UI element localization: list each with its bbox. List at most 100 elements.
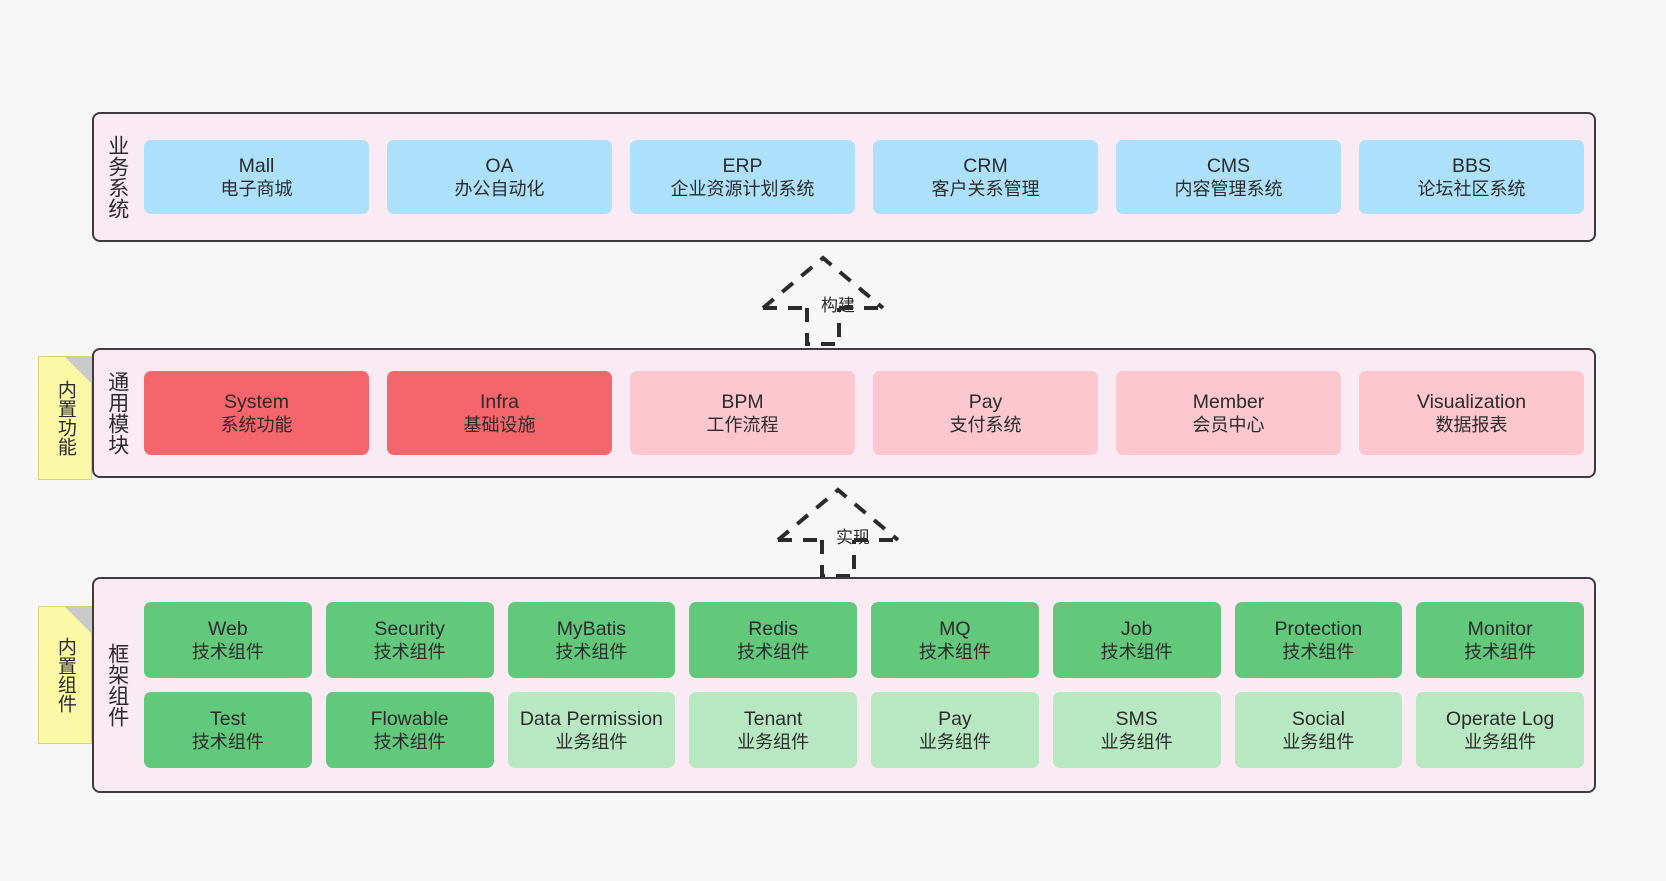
card-title: Job (1120, 617, 1153, 640)
card-title: OA (485, 154, 514, 177)
card-subtitle: 办公自动化 (454, 178, 545, 199)
card-subtitle: 技术组件 (1464, 641, 1537, 662)
card-monitor[interactable]: Monitor 技术组件 (1416, 602, 1584, 678)
card-social[interactable]: Social 业务组件 (1234, 692, 1403, 768)
card-protection[interactable]: Protection 技术组件 (1234, 602, 1403, 678)
connector-build-label: 构建 (821, 296, 855, 315)
card-subtitle: 技术组件 (373, 641, 446, 662)
card-infra[interactable]: Infra 基础设施 (387, 371, 612, 455)
note-builtin-components: 内置组件 (38, 606, 92, 744)
card-visualization[interactable]: Visualization 数据报表 (1359, 371, 1584, 455)
common-card-row: System 系统功能 Infra 基础设施 BPM 工作流程 Pay 支付系统… (144, 371, 1584, 455)
card-title: Test (209, 707, 246, 730)
card-title: Pay (968, 390, 1003, 413)
card-bbs[interactable]: BBS 论坛社区系统 (1359, 140, 1584, 214)
card-title: Tenant (743, 707, 803, 730)
card-subtitle: 业务组件 (555, 731, 628, 752)
card-subtitle: 业务组件 (1464, 731, 1537, 752)
card-subtitle: 电子商城 (220, 178, 293, 199)
note-fold-corner-icon (65, 357, 91, 383)
card-subtitle: 业务组件 (1100, 731, 1173, 752)
card-title: MyBatis (556, 617, 627, 640)
card-pay[interactable]: Pay 支付系统 (873, 371, 1098, 455)
connector-build: 构建 (735, 246, 935, 356)
card-subtitle: 技术组件 (918, 641, 991, 662)
connector-implement: 实现 (750, 478, 950, 588)
card-cms[interactable]: CMS 内容管理系统 (1116, 140, 1341, 214)
layer-title-business: 业务系统 (105, 135, 129, 219)
framework-business-row: Test 技术组件 Flowable 技术组件 Data Permission … (144, 692, 1584, 768)
note-label: 内置功能 (54, 380, 76, 456)
card-tenant[interactable]: Tenant 业务组件 (689, 692, 857, 768)
card-title: Security (374, 617, 445, 640)
card-subtitle: 技术组件 (1282, 641, 1355, 662)
layer-business-systems: 业务系统 Mall 电子商城 OA 办公自动化 ERP 企业资源计划系统 CRM… (92, 112, 1596, 242)
card-system[interactable]: System 系统功能 (144, 371, 369, 455)
card-pay-component[interactable]: Pay 业务组件 (871, 692, 1039, 768)
card-title: BBS (1451, 154, 1492, 177)
layer-body-business: Mall 电子商城 OA 办公自动化 ERP 企业资源计划系统 CRM 客户关系… (140, 114, 1594, 240)
card-subtitle: 客户关系管理 (931, 178, 1040, 199)
note-fold-corner-icon (65, 607, 91, 633)
card-redis[interactable]: Redis 技术组件 (689, 602, 857, 678)
framework-tech-row: Web 技术组件 Security 技术组件 MyBatis 技术组件 Redi… (144, 602, 1584, 678)
connector-implement-label: 实现 (836, 528, 870, 547)
card-subtitle: 业务组件 (1282, 731, 1355, 752)
card-test[interactable]: Test 技术组件 (144, 692, 312, 768)
card-title: Infra (479, 390, 520, 413)
card-title: BPM (721, 390, 764, 413)
card-title: Monitor (1467, 617, 1533, 640)
card-subtitle: 业务组件 (737, 731, 810, 752)
card-job[interactable]: Job 技术组件 (1052, 602, 1221, 678)
card-subtitle: 数据报表 (1435, 414, 1508, 435)
card-title: Data Permission (519, 707, 663, 730)
card-title: Flowable (370, 707, 449, 730)
card-security[interactable]: Security 技术组件 (325, 602, 494, 678)
card-subtitle: 内容管理系统 (1174, 178, 1283, 199)
layer-framework-components: 框架组件 Web 技术组件 Security 技术组件 MyBatis 技术组件… (92, 577, 1596, 793)
card-crm[interactable]: CRM 客户关系管理 (873, 140, 1098, 214)
card-bpm[interactable]: BPM 工作流程 (630, 371, 855, 455)
card-operate-log[interactable]: Operate Log 业务组件 (1416, 692, 1584, 768)
card-title: Redis (748, 617, 799, 640)
card-subtitle: 技术组件 (191, 731, 264, 752)
card-title: Member (1192, 390, 1265, 413)
card-subtitle: 企业资源计划系统 (670, 178, 815, 199)
card-subtitle: 支付系统 (949, 414, 1022, 435)
card-title: CMS (1206, 154, 1251, 177)
card-subtitle: 技术组件 (191, 641, 264, 662)
card-oa[interactable]: OA 办公自动化 (387, 140, 612, 214)
card-title: Web (208, 617, 248, 640)
card-subtitle: 技术组件 (737, 641, 810, 662)
card-title: System (223, 390, 289, 413)
card-subtitle: 技术组件 (1100, 641, 1173, 662)
card-mall[interactable]: Mall 电子商城 (144, 140, 369, 214)
card-web[interactable]: Web 技术组件 (144, 602, 312, 678)
layer-title-framework: 框架组件 (105, 643, 129, 727)
card-subtitle: 论坛社区系统 (1417, 178, 1526, 199)
card-title: Operate Log (1445, 707, 1555, 730)
card-subtitle: 基础设施 (463, 414, 536, 435)
card-subtitle: 系统功能 (220, 414, 293, 435)
card-subtitle: 业务组件 (918, 731, 991, 752)
dashed-hollow-arrow-up-icon (776, 487, 900, 578)
card-erp[interactable]: ERP 企业资源计划系统 (630, 140, 855, 214)
card-subtitle: 技术组件 (373, 731, 446, 752)
card-title: Mall (238, 154, 275, 177)
layer-body-common: System 系统功能 Infra 基础设施 BPM 工作流程 Pay 支付系统… (140, 350, 1594, 476)
card-title: Social (1291, 707, 1345, 730)
note-builtin-functions: 内置功能 (38, 356, 92, 480)
card-title: Pay (938, 707, 972, 730)
card-subtitle: 技术组件 (555, 641, 628, 662)
card-mq[interactable]: MQ 技术组件 (871, 602, 1039, 678)
card-data-permission[interactable]: Data Permission 业务组件 (507, 692, 676, 768)
card-sms[interactable]: SMS 业务组件 (1052, 692, 1221, 768)
card-flowable[interactable]: Flowable 技术组件 (325, 692, 494, 768)
card-member[interactable]: Member 会员中心 (1116, 371, 1341, 455)
card-title: Protection (1274, 617, 1363, 640)
dashed-hollow-arrow-up-icon (761, 255, 885, 346)
card-mybatis[interactable]: MyBatis 技术组件 (507, 602, 676, 678)
layer-title-common: 通用模块 (105, 371, 129, 455)
card-title: Visualization (1416, 390, 1527, 413)
